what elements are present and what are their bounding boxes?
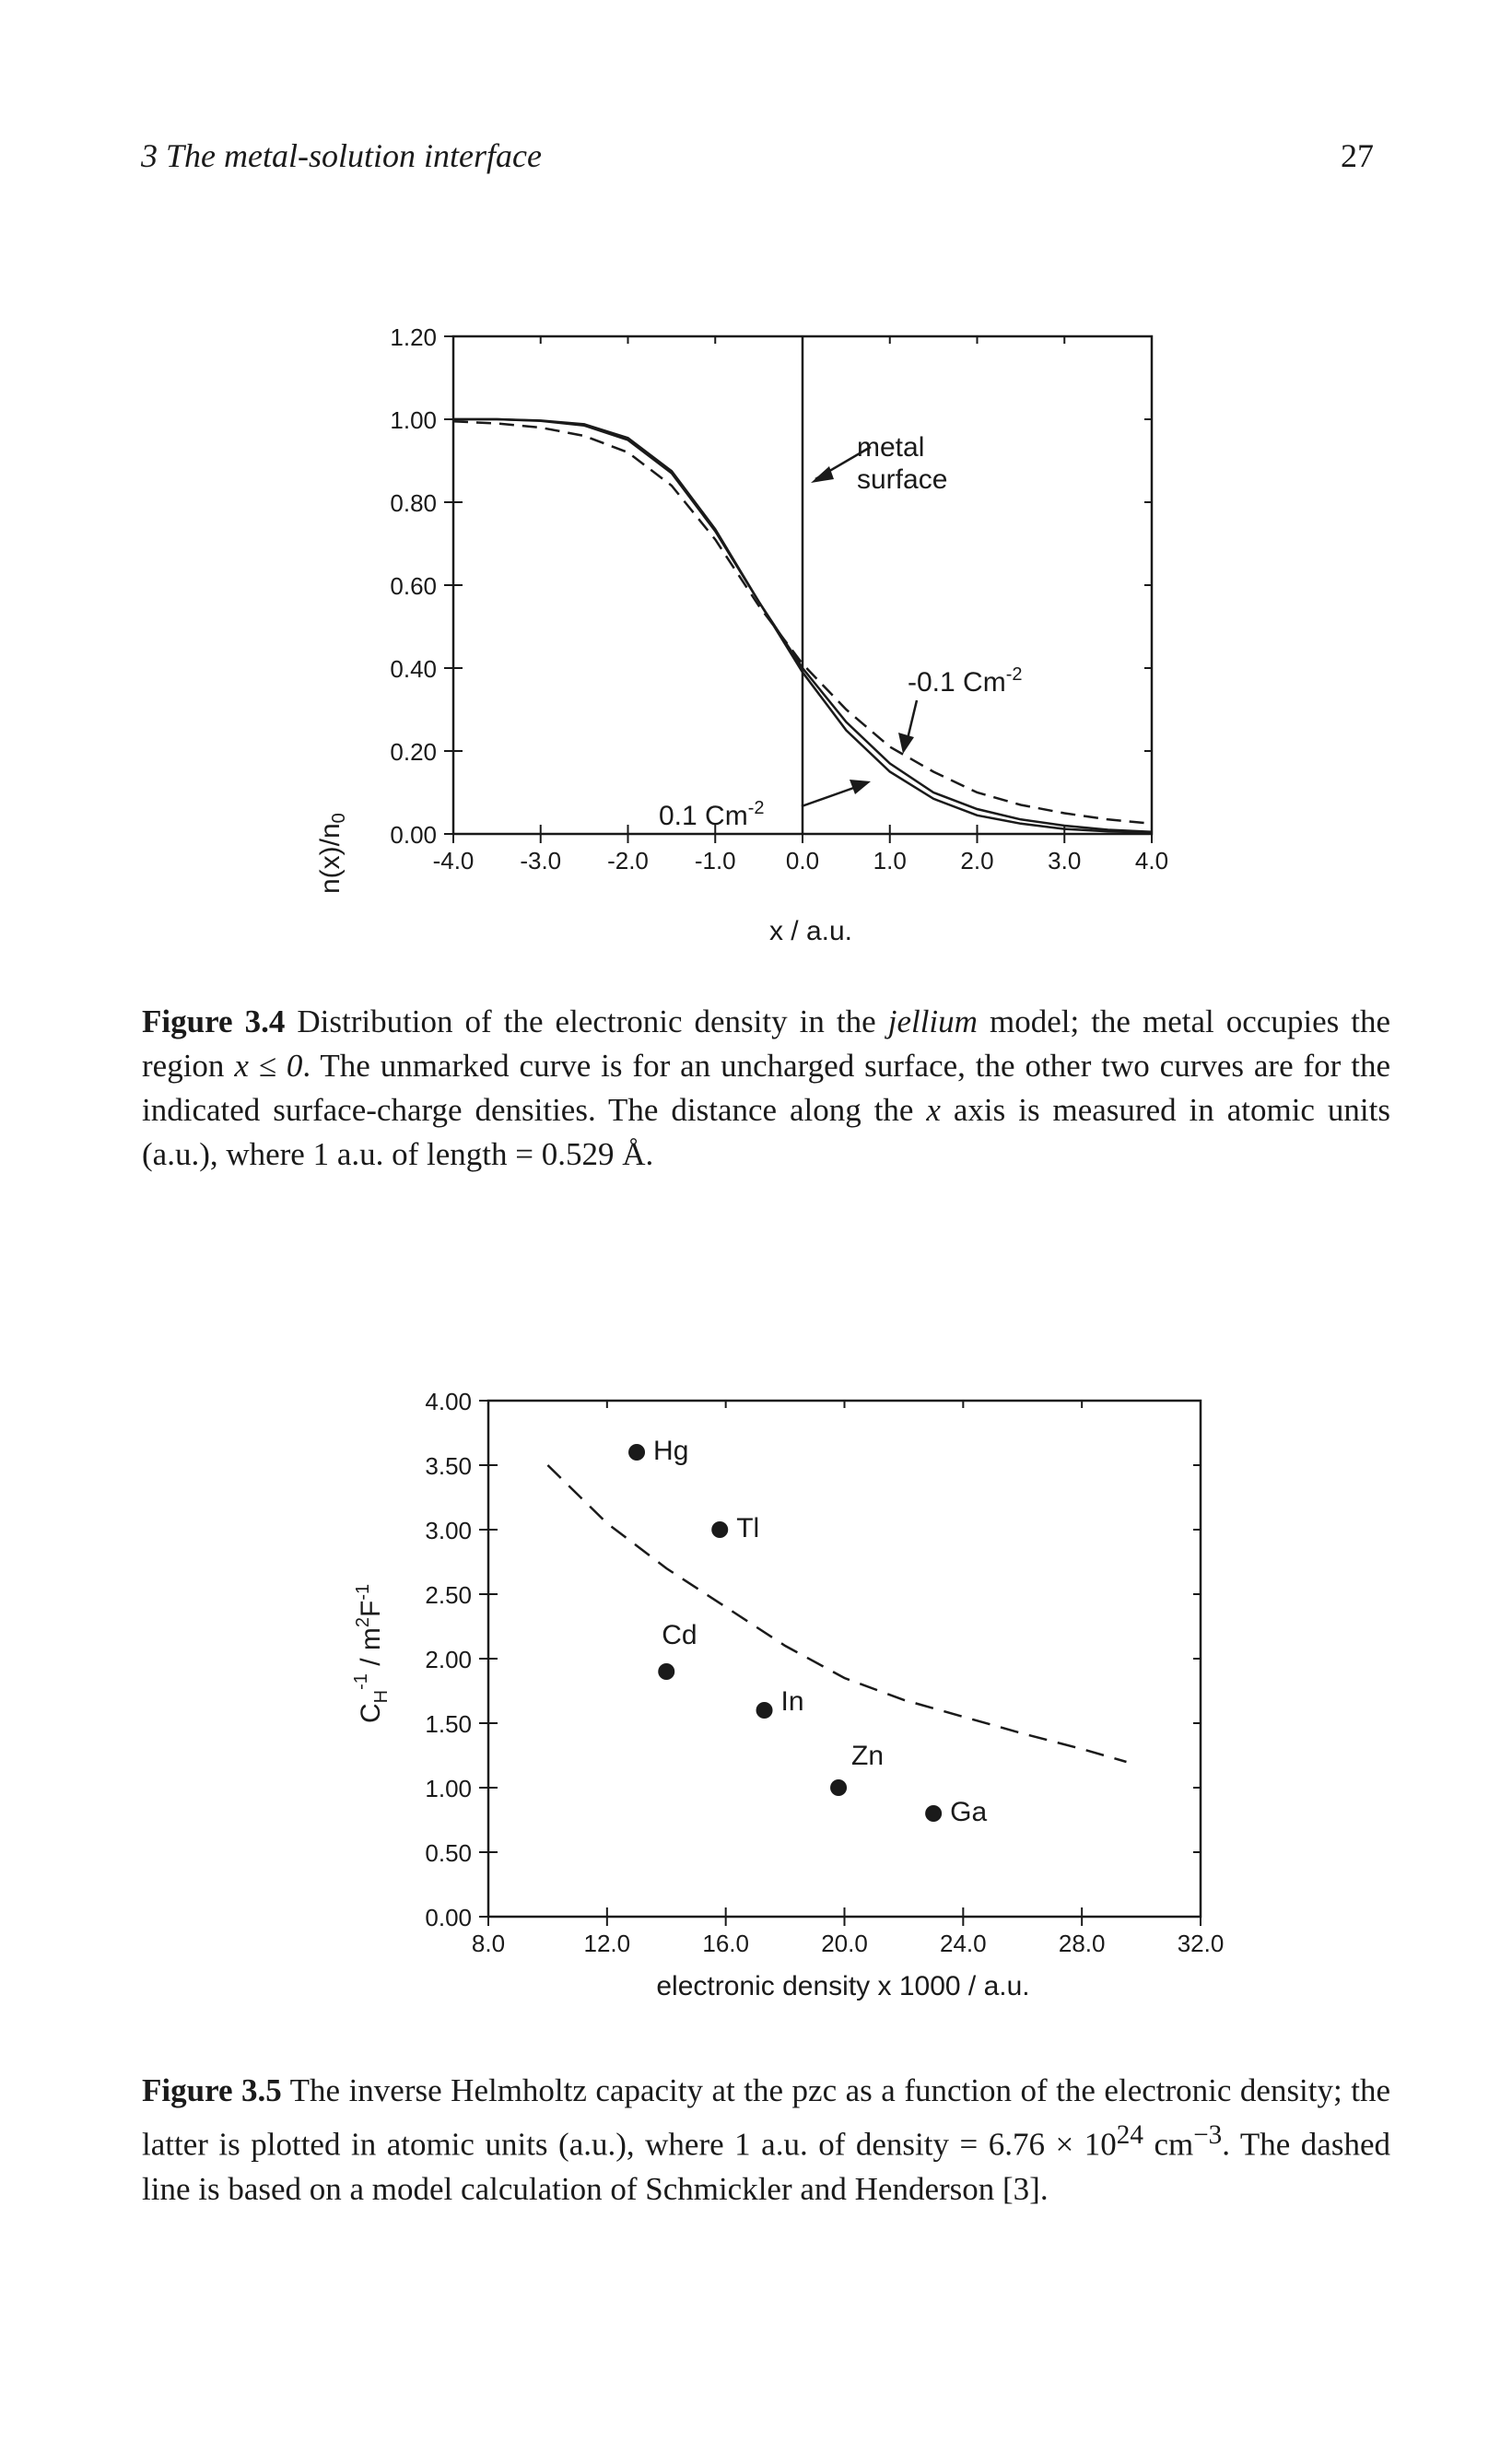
y-tick-label: 2.00: [425, 1646, 472, 1673]
x-tick-label: -1.0: [695, 847, 736, 874]
point-label-ga: Ga: [950, 1797, 987, 1827]
x-tick-label: 20.0: [821, 1930, 868, 1957]
x-tick-label: 28.0: [1059, 1930, 1106, 1957]
x-tick-label: 3.0: [1048, 847, 1081, 874]
data-point-zn: [830, 1779, 848, 1796]
y-tick-label: 0.20: [390, 738, 437, 766]
point-label-zn: Zn: [851, 1741, 884, 1771]
x-tick-label: -4.0: [433, 847, 475, 874]
negative-charge-arrowhead: [898, 733, 914, 754]
caption-number: 3.5: [241, 2072, 282, 2108]
y-axis-label: CH-1 / m2F-1: [351, 1584, 392, 1723]
x-tick-label: 4.0: [1135, 847, 1168, 874]
density-curve-2: [452, 420, 1153, 826]
caption-label: Figure: [142, 2072, 233, 2108]
data-point-hg: [628, 1444, 646, 1461]
y-tick-label: 0.00: [390, 821, 437, 849]
annotation-negative-charge: -0.1 Cm-2: [908, 664, 1022, 698]
x-axis-label: electronic density x 1000 / a.u.: [656, 1971, 1029, 2001]
figure-3-5-chart: CH-1 / m2F-1 electronic density x 1000 /…: [0, 1364, 1512, 2009]
point-label-hg: Hg: [653, 1436, 688, 1466]
data-point-in: [756, 1702, 773, 1719]
x-tick-label: 24.0: [940, 1930, 987, 1957]
x-tick-label: -3.0: [520, 847, 561, 874]
point-label-in: In: [781, 1686, 804, 1717]
y-tick-label: 4.00: [425, 1388, 472, 1415]
positive-charge-arrowhead: [850, 780, 871, 794]
point-label-tl: Tl: [736, 1513, 759, 1543]
y-tick-label: 1.00: [390, 406, 437, 434]
x-tick-label: 8.0: [472, 1930, 505, 1957]
plot-frame: [486, 1399, 1202, 1919]
annotation-positive-charge: 0.1 Cm-2: [659, 798, 765, 831]
y-tick-label: 3.00: [425, 1517, 472, 1544]
data-point-cd: [658, 1663, 675, 1680]
x-tick-label: 16.0: [702, 1930, 749, 1957]
x-tick-label: 0.0: [786, 847, 819, 874]
model-dashed-line: [546, 1464, 1127, 1764]
x-tick-label: 2.0: [960, 847, 993, 874]
caption-number: 3.4: [244, 1003, 286, 1039]
y-axis-label: n(x)/n0: [315, 813, 349, 894]
metal-surface-arrowhead: [811, 466, 834, 483]
caption-label: Figure: [142, 1003, 233, 1039]
data-point-ga: [925, 1805, 943, 1822]
density-profile-chart: n(x)/n0 x / a.u. metal surface -0.1 Cm-2…: [315, 323, 1168, 946]
x-axis-label: x / a.u.: [769, 916, 852, 946]
figure-3-5-caption: Figure 3.5 The inverse Helmholtz capacit…: [142, 2072, 1391, 2207]
y-tick-label: 3.50: [425, 1452, 472, 1480]
x-tick-label: -2.0: [607, 847, 649, 874]
metal-surface-label: metal: [857, 432, 924, 463]
inverse-capacity-chart: CH-1 / m2F-1 electronic density x 1000 /…: [351, 1388, 1225, 2001]
metal-surface-label-2: surface: [857, 464, 947, 495]
y-tick-label: 0.00: [425, 1904, 472, 1931]
data-point-tl: [711, 1521, 729, 1538]
y-tick-label: 0.60: [390, 572, 437, 600]
x-tick-label: 1.0: [873, 847, 907, 874]
y-tick-label: 1.50: [425, 1710, 472, 1738]
point-label-cd: Cd: [662, 1620, 697, 1650]
y-tick-label: 2.50: [425, 1581, 472, 1609]
x-tick-label: 32.0: [1178, 1930, 1225, 1957]
figure-3-4-caption: Figure 3.4 Distribution of the electroni…: [142, 1003, 1391, 1172]
y-tick-label: 1.00: [425, 1775, 472, 1802]
y-tick-label: 0.80: [390, 489, 437, 517]
figure-3-4-chart: n(x)/n0 x / a.u. metal surface -0.1 Cm-2…: [0, 313, 1512, 958]
positive-charge-arrow: [801, 783, 862, 808]
page-number: 27: [1341, 137, 1374, 174]
y-tick-label: 0.50: [425, 1839, 472, 1867]
running-head: 3 The metal-solution interface: [141, 137, 542, 174]
y-tick-label: 0.40: [390, 655, 437, 683]
x-tick-label: 12.0: [584, 1930, 631, 1957]
y-tick-label: 1.20: [390, 323, 437, 351]
